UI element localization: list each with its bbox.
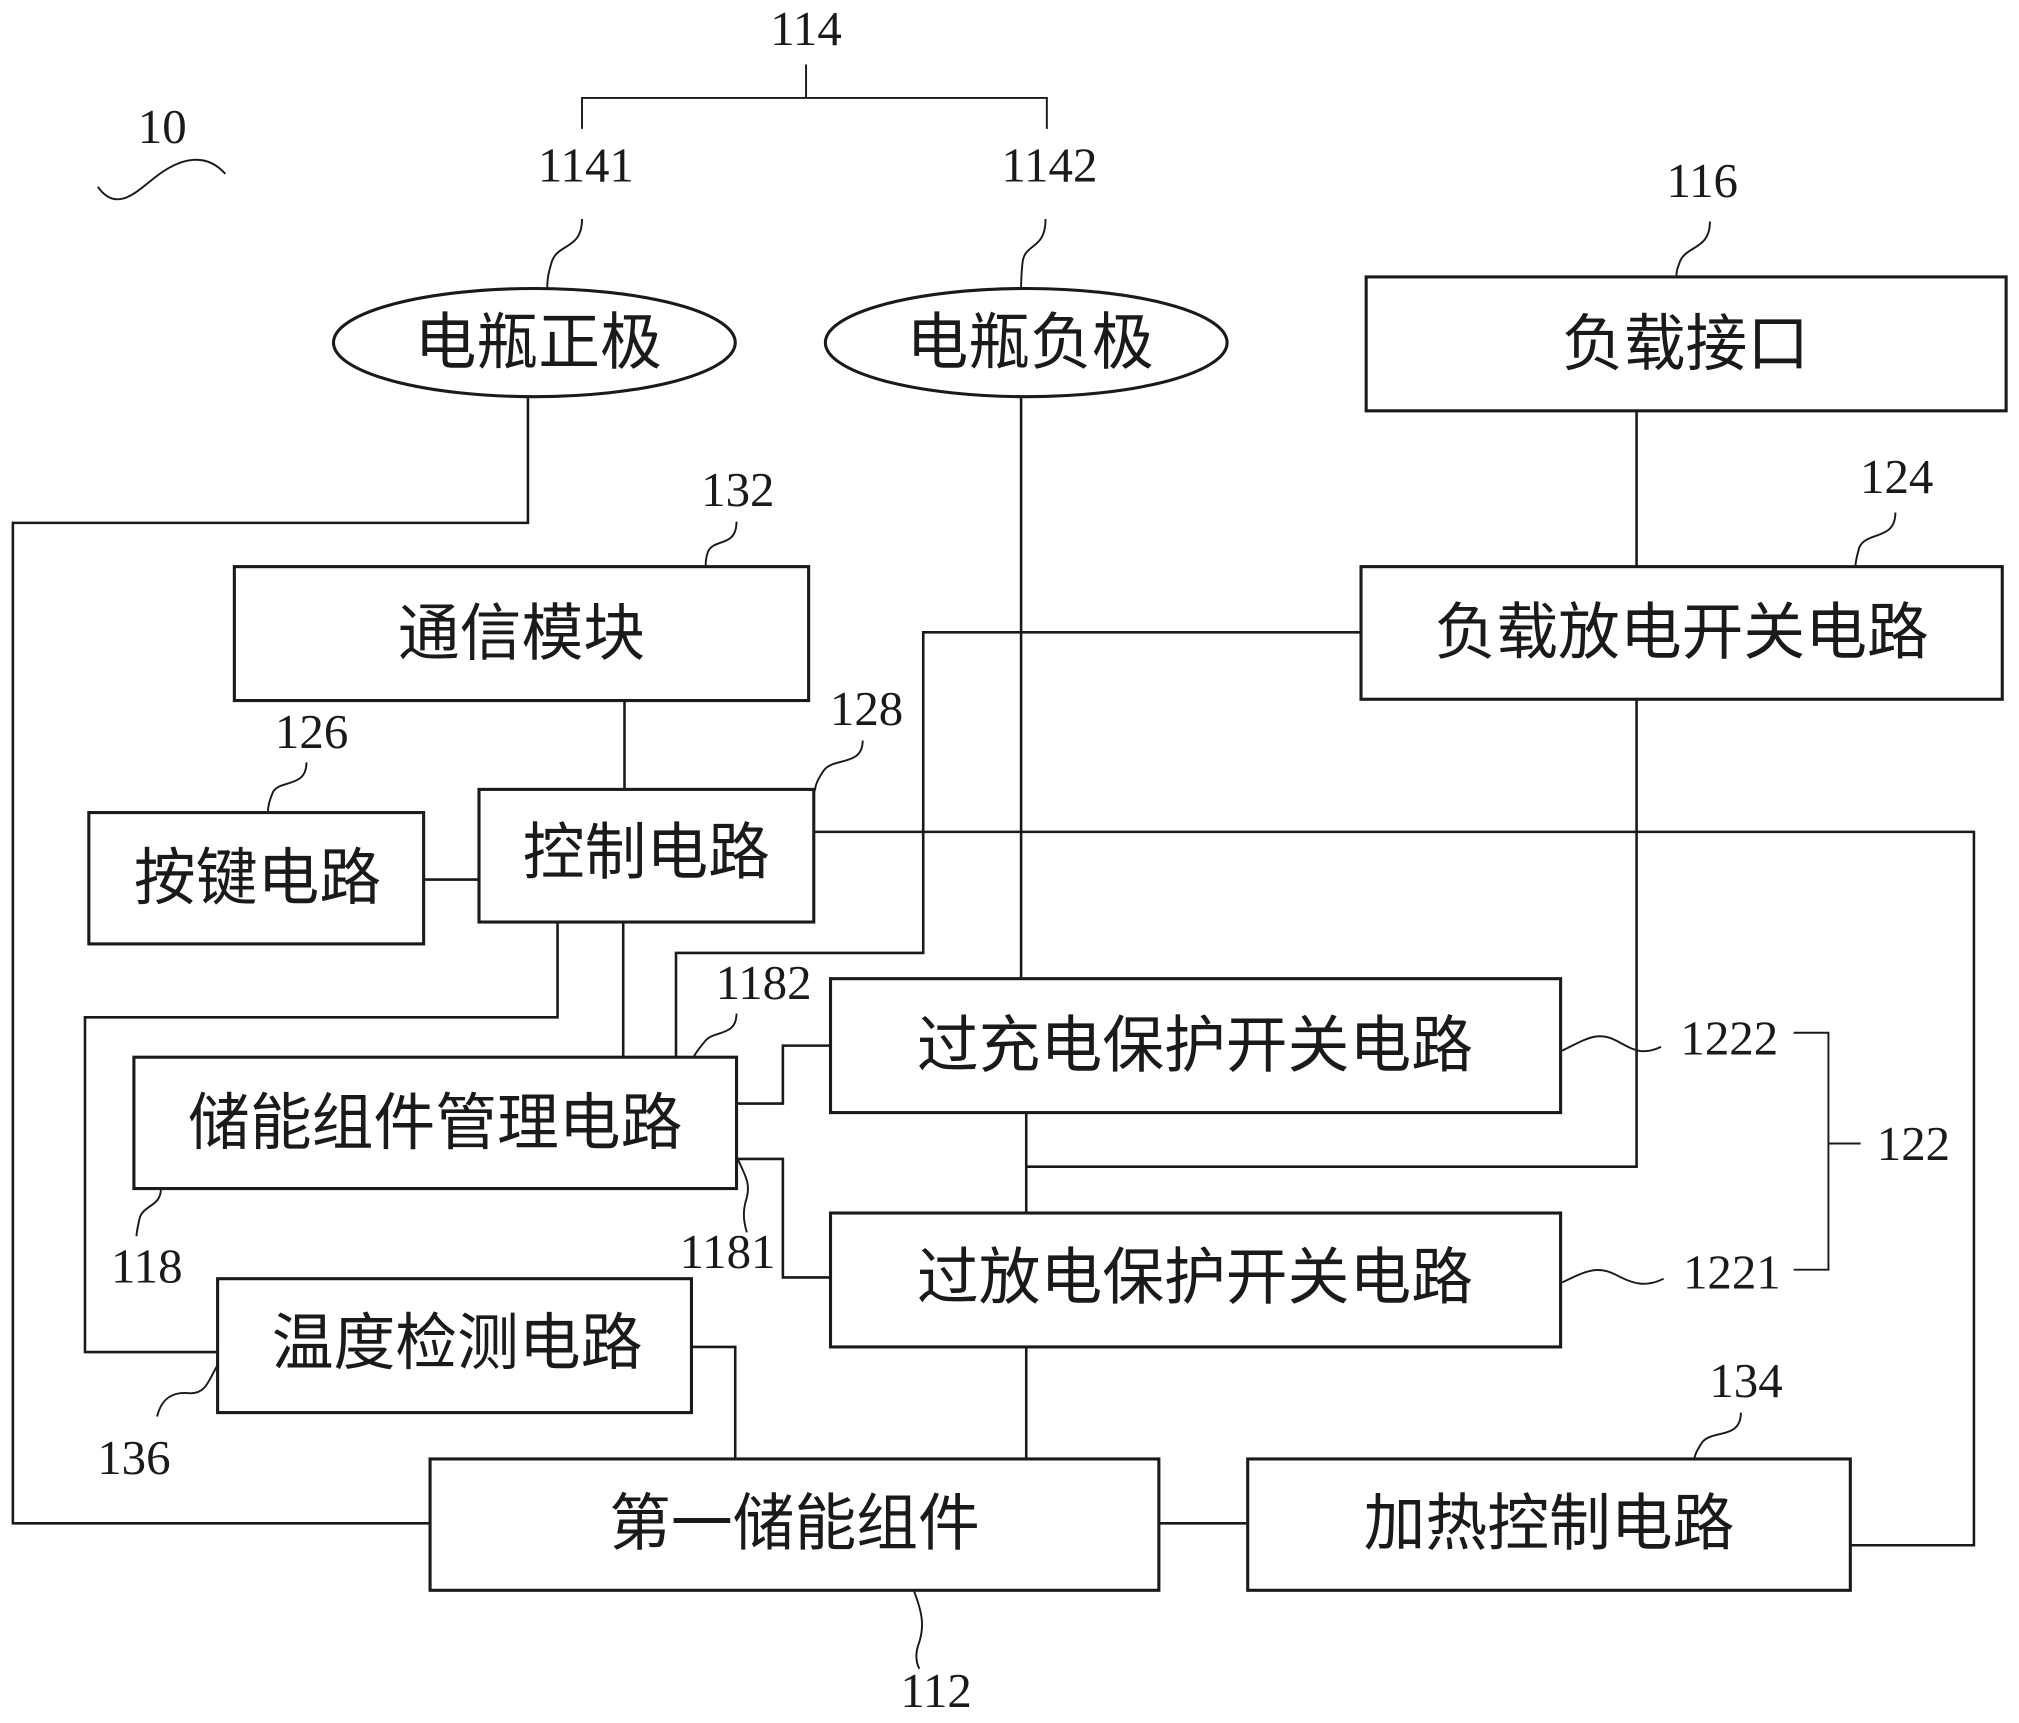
overcharge-switch-ref-label: 1222 xyxy=(1680,1010,1778,1065)
overcharge-switch-label: 过充电保护开关电路 xyxy=(917,1010,1473,1082)
storage-port-top-ref-label: 1182 xyxy=(716,955,812,1010)
first-storage-ref-leader xyxy=(913,1591,924,1670)
key-circuit-ref-label: 126 xyxy=(275,704,348,759)
first-storage-label: 第一储能组件 xyxy=(609,1487,980,1559)
communication-module-label: 通信模块 xyxy=(398,598,645,670)
storage-port-bottom-ref-label: 1181 xyxy=(680,1224,776,1279)
storage-management-ref-label: 118 xyxy=(111,1238,183,1293)
overcharge-switch-box xyxy=(828,977,1563,1115)
wire-control-to-heating xyxy=(813,830,1976,1547)
heating-control-ref-leader xyxy=(1693,1412,1742,1460)
overcharge-switch-ref-leader xyxy=(1561,1035,1662,1053)
first-storage-ref-label: 112 xyxy=(900,1663,972,1718)
battery-group-bracket xyxy=(581,64,1048,129)
figure-ref-label: 10 xyxy=(138,99,187,154)
control-circuit-box xyxy=(477,787,816,924)
storage-port-top-leader xyxy=(691,1013,738,1059)
wire-storage-to-overdischarge xyxy=(736,1157,831,1279)
temperature-detection-box xyxy=(216,1277,694,1415)
figure-ref-squiggle xyxy=(97,158,227,201)
communication-module-ref-label: 132 xyxy=(701,462,774,517)
battery-negative-label: 电瓶负极 xyxy=(907,307,1154,379)
wire-discharge-to-storage-management xyxy=(674,631,1362,1058)
key-circuit-box xyxy=(87,811,426,946)
overdischarge-switch-ref-label: 1221 xyxy=(1683,1245,1781,1300)
overdischarge-switch-label: 过放电保护开关电路 xyxy=(917,1241,1473,1313)
heating-control-ref-label: 134 xyxy=(1709,1353,1782,1408)
wire-positive-to-first-storage xyxy=(11,396,530,1525)
battery-negative-node xyxy=(823,286,1229,399)
communication-module-box xyxy=(232,565,811,703)
battery-positive-ref-leader xyxy=(546,218,583,289)
load-discharge-switch-label: 负载放电开关电路 xyxy=(1434,596,1928,668)
storage-management-ref-leader xyxy=(135,1188,162,1237)
battery-group-ref-label: 114 xyxy=(770,1,842,56)
wire-temperature-to-first-storage xyxy=(691,1345,737,1459)
key-circuit-label: 按键电路 xyxy=(134,842,381,914)
battery-positive-node xyxy=(331,286,737,399)
heating-control-label: 加热控制电路 xyxy=(1364,1487,1735,1559)
overdischarge-switch-ref-leader xyxy=(1561,1269,1665,1285)
temperature-detection-label: 温度检测电路 xyxy=(272,1307,643,1379)
temperature-detection-ref-leader xyxy=(156,1364,219,1417)
temperature-detection-ref-label: 136 xyxy=(97,1430,170,1485)
protection-group-ref-label: 122 xyxy=(1877,1116,1950,1171)
first-storage-box xyxy=(428,1457,1161,1592)
control-circuit-label: 控制电路 xyxy=(523,816,770,888)
communication-module-ref-leader xyxy=(704,521,738,567)
load-interface-box xyxy=(1364,275,2008,413)
load-discharge-switch-ref-leader xyxy=(1854,512,1897,567)
battery-positive-ref-label: 1141 xyxy=(538,137,634,192)
wire-control-to-temperature xyxy=(83,922,559,1354)
wire-storage-to-overcharge xyxy=(736,1044,831,1105)
heating-control-box xyxy=(1246,1457,1852,1592)
storage-port-bottom-leader xyxy=(736,1158,749,1233)
key-circuit-ref-leader xyxy=(266,762,308,813)
load-interface-ref-label: 116 xyxy=(1666,153,1738,208)
control-circuit-ref-label: 128 xyxy=(830,681,903,736)
storage-management-box xyxy=(132,1055,739,1191)
storage-management-label: 储能组件管理电路 xyxy=(188,1087,682,1159)
overdischarge-switch-box xyxy=(828,1211,1563,1349)
battery-negative-ref-label: 1142 xyxy=(1001,137,1097,192)
battery-positive-label: 电瓶正极 xyxy=(415,307,662,379)
control-circuit-ref-leader xyxy=(814,740,864,791)
load-interface-label: 负载接口 xyxy=(1562,308,1809,380)
load-interface-ref-leader xyxy=(1675,221,1711,277)
load-discharge-switch-ref-label: 124 xyxy=(1860,449,1933,504)
wire-discharge-to-junction xyxy=(1026,699,1638,1168)
load-discharge-switch-box xyxy=(1359,565,2004,701)
protection-group-bracket xyxy=(1793,1031,1861,1271)
battery-negative-ref-leader xyxy=(1020,218,1047,289)
